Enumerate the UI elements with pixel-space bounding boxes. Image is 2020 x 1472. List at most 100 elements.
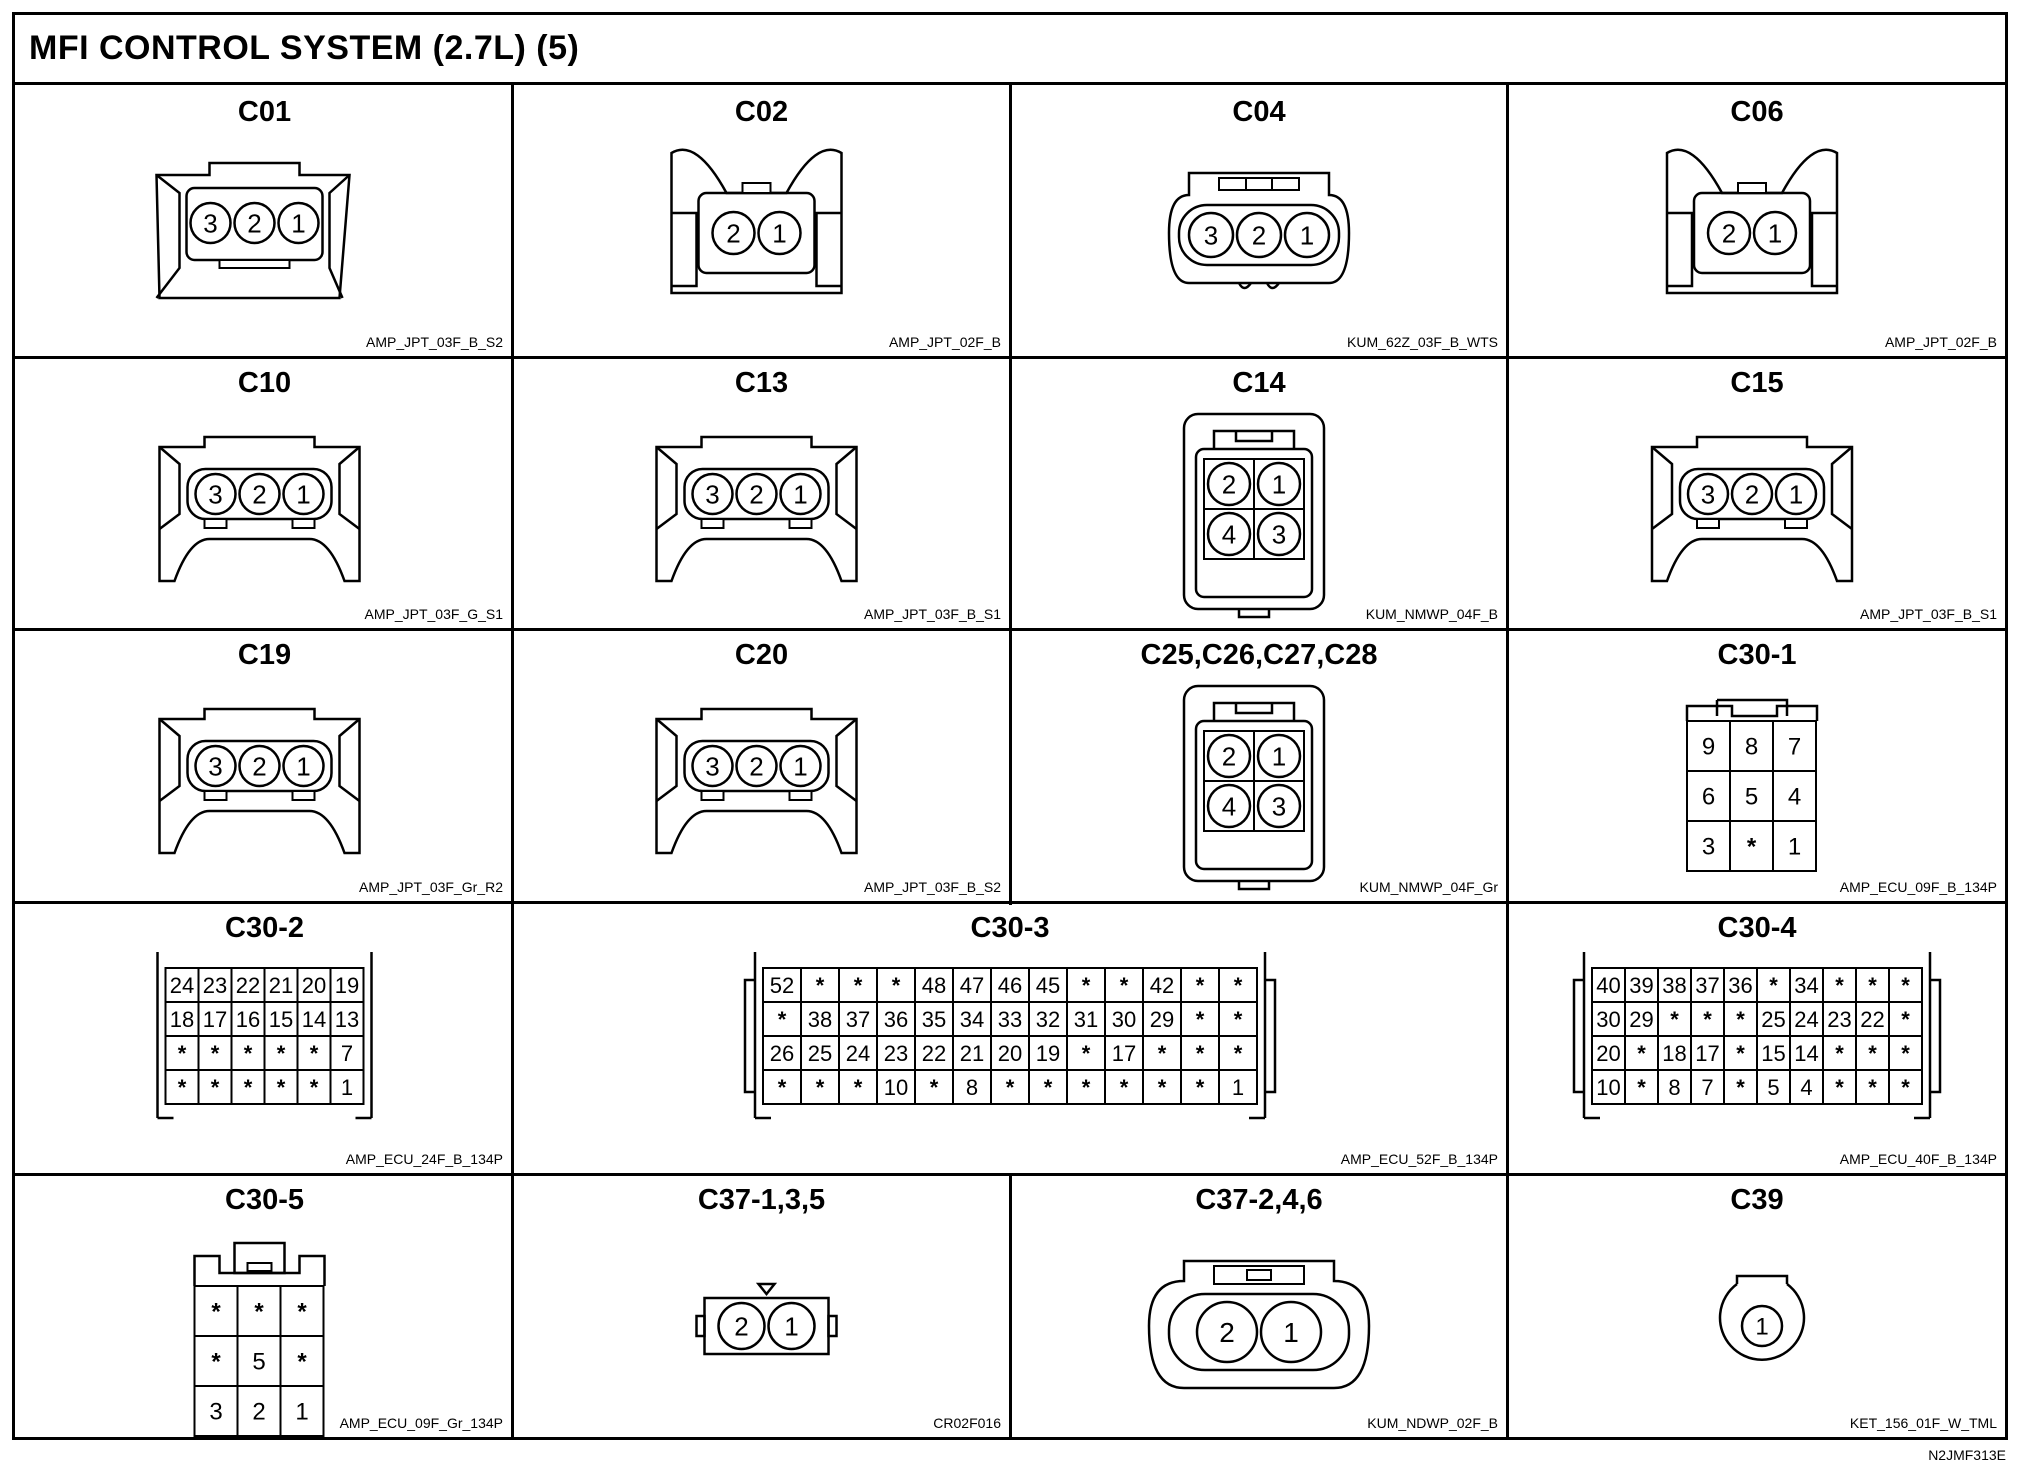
connector-diagram: 1 [1718,1274,1806,1361]
pin-label: * [1736,1007,1745,1032]
pin-cell [1657,1035,1692,1071]
pin-cell [1253,508,1305,560]
pin-label: 1 [1272,469,1286,499]
connector-outline [1737,182,1767,194]
connector-name: C01 [237,96,292,128]
pin-label: 3 [705,479,719,509]
connector-outline [1830,446,1853,530]
pin-label: 18 [170,1007,194,1032]
pin-cell [296,1001,332,1037]
pin-circle [779,744,822,788]
pin-label: 38 [1662,973,1686,998]
part-number: KET_156_01F_W_TML [1849,1415,1997,1431]
pin-label: * [778,1075,787,1100]
pin-cell [164,1035,200,1071]
pin-label: 7 [1788,734,1801,761]
pin-label: 5 [1745,784,1758,811]
pin-label: 34 [1794,973,1818,998]
pin-label: * [310,1041,319,1066]
pin-cell [1142,967,1182,1003]
connector-outline [291,790,316,801]
pin-circle [1235,211,1283,259]
connector-outline [338,446,361,530]
connector-name: C30-4 [1717,912,1797,944]
pin-circle [735,744,778,788]
connector-outline [1735,1274,1789,1284]
pin-cell [1066,1069,1106,1105]
pin-label: 19 [1036,1041,1060,1066]
pin-label: 33 [998,1007,1022,1032]
connector-outline [1810,211,1837,288]
pin-label: 6 [1702,784,1715,811]
pin-label: * [1901,1075,1910,1100]
pin-label: * [1868,1041,1877,1066]
pin-circle [1706,210,1752,256]
pin-circle [1774,472,1818,516]
pin-cell [1686,770,1731,822]
pin-label: 22 [236,973,260,998]
pin-label: 42 [1150,973,1174,998]
pin-cell [263,1035,299,1071]
pin-label: 26 [770,1041,794,1066]
connector-outline [1718,1282,1806,1361]
connector-name: C10 [237,367,292,399]
pin-label: * [1120,1075,1129,1100]
pin-label: 36 [1728,973,1752,998]
pin-label: * [1044,1075,1053,1100]
pin-label: 15 [1761,1041,1785,1066]
connector-outline [755,1282,778,1297]
connector-name: C30-2 [225,912,304,944]
pin-cell [1218,967,1258,1003]
connector-outline [1182,412,1326,611]
pin-cell [838,1035,878,1071]
pin-circle [233,201,276,245]
pin-label: * [1747,834,1757,861]
connector-outline [655,718,678,802]
pin-label: 7 [341,1041,353,1066]
pin-label: 8 [966,1075,978,1100]
pin-circle [767,1301,816,1351]
connector-name: C13 [734,367,789,399]
pin-label: 29 [1629,1007,1653,1032]
pin-circle [1752,210,1798,256]
pin-label: 17 [1695,1041,1719,1066]
pin-cell [1772,770,1817,822]
connector-outline [246,1262,273,1272]
part-number: AMP_JPT_03F_B_S2 [864,879,1001,895]
pin-label: 1 [1232,1075,1244,1100]
pin-cell [279,1335,325,1387]
pin-label: * [1196,1007,1205,1032]
pin-label: 2 [726,218,740,248]
connector-name: C04 [1232,96,1286,128]
pin-label: * [1234,1007,1243,1032]
grid-line [1009,1173,1012,1437]
pin-cell [1789,1035,1824,1071]
pin-label: 35 [922,1007,946,1032]
pin-label: 2 [1252,220,1266,250]
pin-cell [1756,1001,1791,1037]
grid-line [511,85,514,1437]
pin-label: 7 [1701,1075,1713,1100]
pin-label: 3 [208,751,222,781]
pin-label: 1 [1788,834,1801,861]
pin-circle [1740,1304,1784,1348]
connector-outline [1237,609,1271,619]
connector-outline [835,718,858,802]
pin-cell [876,967,916,1003]
pin-circle [1256,511,1302,557]
pin-label: * [1835,1041,1844,1066]
pin-label: 2 [252,1399,265,1426]
pin-label: * [1158,1075,1167,1100]
part-number: CR02F016 [933,1415,1001,1431]
pin-cell [1888,1069,1923,1105]
pin-label: * [1234,973,1243,998]
